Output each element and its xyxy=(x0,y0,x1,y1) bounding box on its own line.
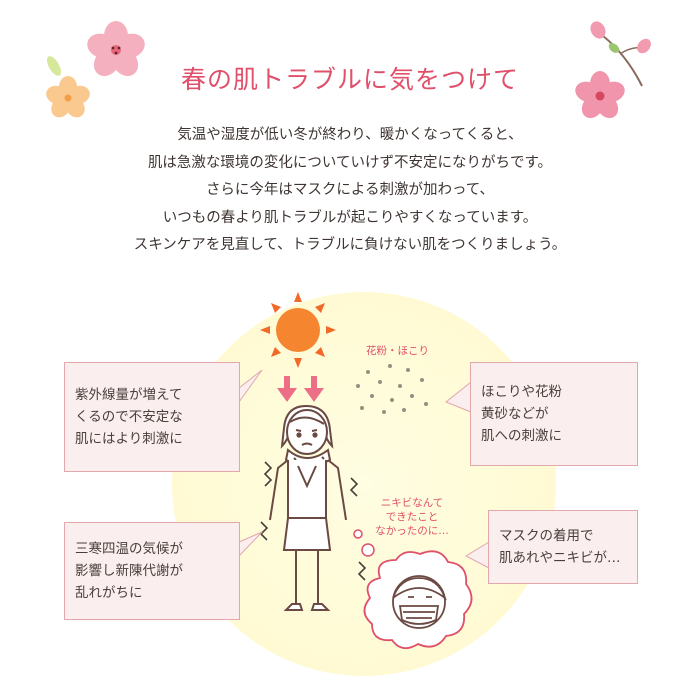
mask-face-icon xyxy=(392,575,447,629)
thought-line: ニキビなんて xyxy=(380,497,444,509)
callout-line: 肌あれやニキビが… xyxy=(499,550,621,566)
callout-line: 紫外線量が増えて xyxy=(75,387,183,403)
down-arrow-icon xyxy=(277,376,297,402)
worried-woman-icon xyxy=(269,404,347,611)
thought-line: できたこと xyxy=(385,511,439,523)
callout-mask: マスクの着用で 肌あれやニキビが… xyxy=(488,510,638,584)
down-arrow-icon xyxy=(304,376,324,402)
page-title: 春の肌トラブルに気をつけて xyxy=(180,65,519,94)
intro-line: 肌は急激な環境の変化についていけず不安定になりがちです。 xyxy=(147,154,553,171)
intro-text: 気温や湿度が低い冬が終わり、暖かくなってくると、 肌は急激な環境の変化についてい… xyxy=(0,122,700,260)
callout-line: 肌にはより刺激に xyxy=(75,431,183,447)
flower-decoration-right xyxy=(575,21,651,119)
pollen-dots-icon xyxy=(356,364,428,414)
callout-line: 影響し新陳代謝が xyxy=(75,563,183,579)
pollen-label: 花粉・ほこり xyxy=(366,345,429,357)
callout-line: 三寒四温の気候が xyxy=(75,541,183,557)
sun-icon xyxy=(260,292,336,368)
thought-text: ニキビなんて できたこと なかったのに… xyxy=(367,496,457,538)
callout-line: ほこりや花粉 xyxy=(481,384,562,400)
callout-temperature: 三寒四温の気候が 影響し新陳代謝が 乱れがちに xyxy=(64,522,240,620)
callout-line: 肌への刺激に xyxy=(481,428,562,444)
callout-dust: ほこりや花粉 黄砂などが 肌への刺激に xyxy=(470,362,638,466)
callout-line: マスクの着用で xyxy=(499,528,594,544)
cherry-blossom-icon xyxy=(575,71,625,119)
callout-line: 黄砂などが xyxy=(481,406,549,422)
intro-line: さらに今年はマスクによる刺激が加わって、 xyxy=(205,182,495,198)
thought-line: なかったのに… xyxy=(375,525,449,537)
callout-uv: 紫外線量が増えて くるので不安定な 肌にはより刺激に xyxy=(64,362,240,472)
intro-line: いつもの春より肌トラブルが起こりやすくなっています。 xyxy=(162,209,538,226)
tremble-marks-icon xyxy=(259,461,367,581)
callout-line: 乱れがちに xyxy=(75,585,143,601)
leaf-icon xyxy=(47,56,61,76)
intro-line: スキンケアを見直して、トラブルに負けない肌をつくりましょう。 xyxy=(133,237,567,253)
orange-blossom-icon xyxy=(46,76,90,118)
cherry-blossom-icon xyxy=(87,21,145,77)
thought-bubble xyxy=(353,529,473,650)
flower-decoration-left xyxy=(46,21,145,118)
intro-line: 気温や湿度が低い冬が終わり、暖かくなってくると、 xyxy=(177,127,523,143)
callout-line: くるので不安定な xyxy=(75,409,183,425)
